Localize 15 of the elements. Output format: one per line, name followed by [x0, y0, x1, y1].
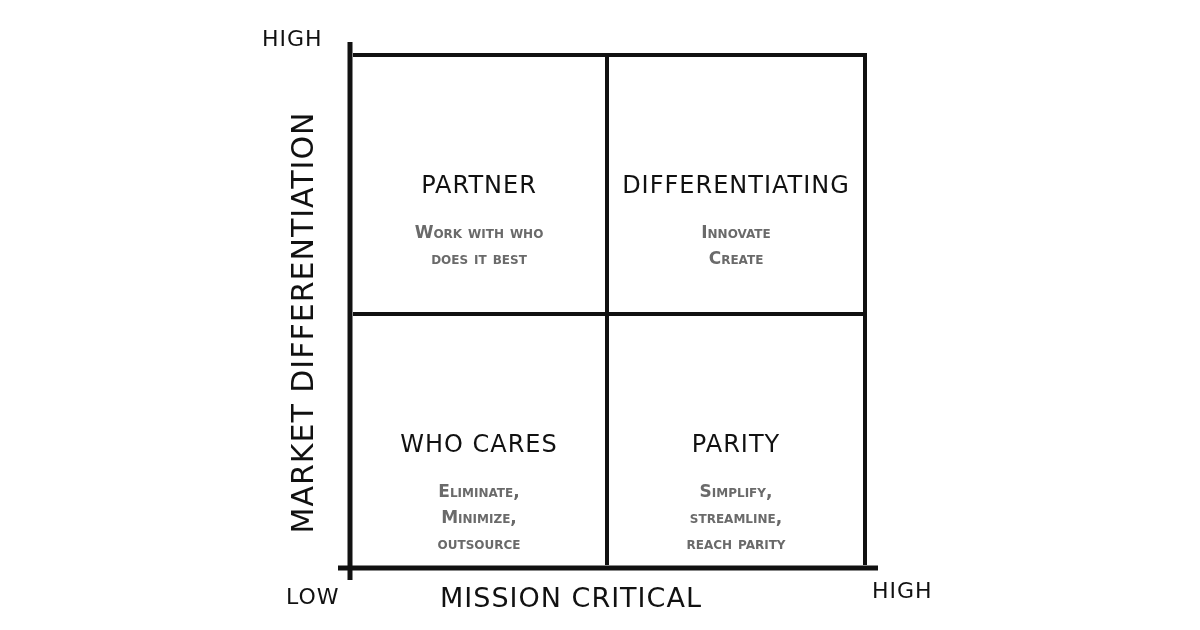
quadrant-description: Work with who does it best — [413, 221, 545, 270]
quadrant-description: Eliminate, Minimize, outsource — [436, 480, 522, 555]
quadrant-description: Simplify, streamline, reach parity — [685, 480, 787, 555]
axis-end-label: HIGH — [872, 578, 933, 603]
quadrant-title: WHO CARES — [400, 430, 558, 458]
matrix-quadrant — [353, 53, 609, 316]
matrix-quadrant — [609, 53, 867, 316]
quadrant-description: Innovate Create — [700, 221, 772, 270]
axis-end-label: LOW — [286, 584, 340, 609]
quadrant-title: PARTNER — [421, 171, 537, 199]
quadrant-title: DIFFERENTIATING — [622, 171, 850, 199]
axis-title: MARKET DIFFERENTIATION — [284, 111, 320, 533]
axis-title: MISSION CRITICAL — [440, 582, 702, 613]
quadrant-title: PARITY — [691, 430, 781, 458]
axis-end-label: HIGH — [262, 26, 323, 51]
